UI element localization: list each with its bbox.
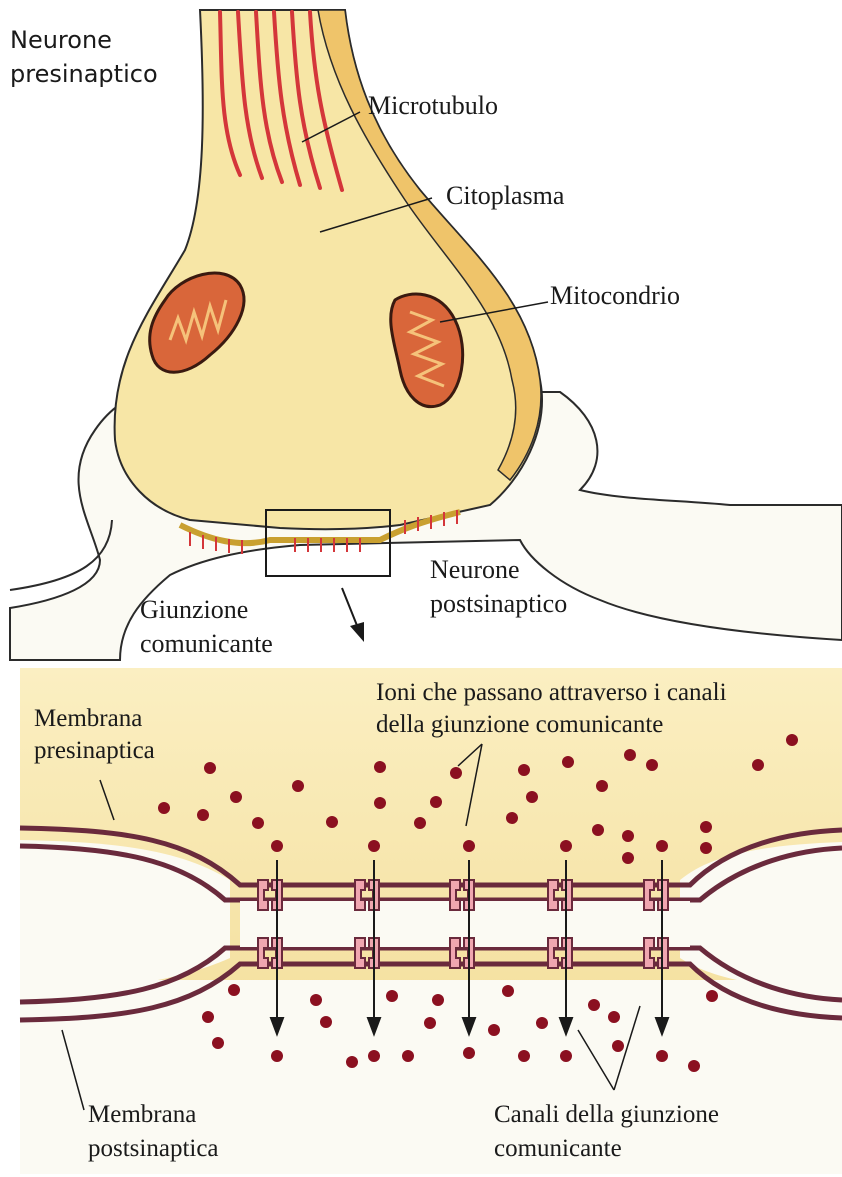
postsynaptic-neuron-label-1: Neurone — [430, 555, 520, 584]
presynaptic-membrane-label-1: Membrana — [34, 705, 142, 732]
channels-label-2: comunicante — [494, 1135, 622, 1162]
channels-label-1: Canali della giunzione — [494, 1101, 719, 1128]
microtubule-label: Microtubulo — [368, 91, 498, 120]
postsynaptic-neuron-label-2: postsinaptico — [430, 589, 567, 618]
presynaptic-membrane-label-2: presinaptica — [34, 737, 155, 764]
mitochondrion-label: Mitocondrio — [550, 281, 680, 310]
gap-junction-label-1: Giunzione — [140, 595, 248, 624]
gap-junction-label-2: comunicante — [140, 629, 273, 658]
presynaptic-neuron-label-2: presinaptico — [10, 60, 158, 88]
cytoplasm-label: Citoplasma — [446, 181, 565, 210]
ions-label-1: Ioni che passano attraverso i canali — [376, 679, 727, 706]
postsynaptic-membrane-label-1: Membrana — [88, 1101, 196, 1128]
postsynaptic-membrane-label-2: postsinaptica — [88, 1135, 219, 1162]
ions-label-2: della giunzione comunicante — [376, 711, 663, 738]
presynaptic-neuron-label-1: Neurone — [10, 26, 112, 54]
